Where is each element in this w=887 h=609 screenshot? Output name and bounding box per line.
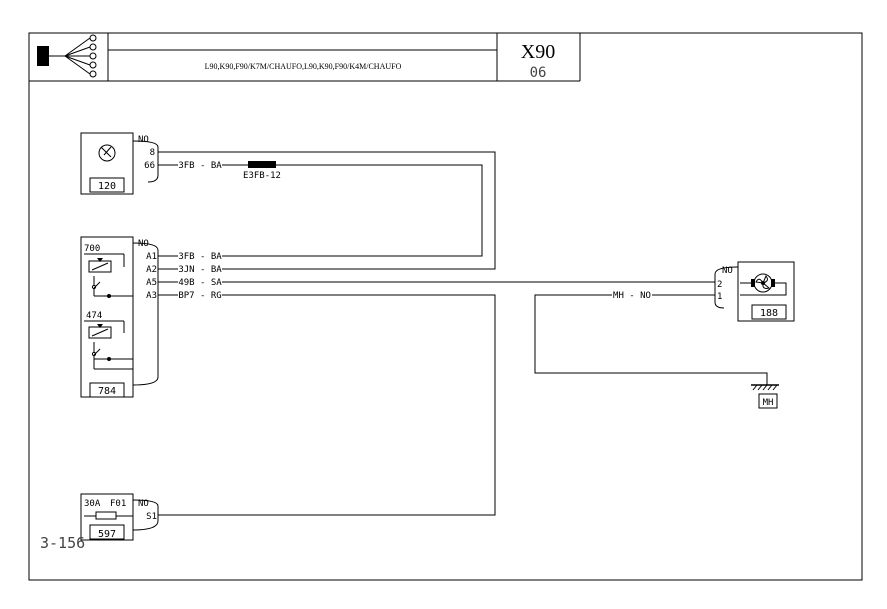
- fuse-id: F01: [110, 499, 126, 509]
- component-120-connector: NO: [138, 135, 149, 145]
- fuse-icon: [84, 511, 133, 520]
- component-597-number: 597: [98, 529, 116, 540]
- wire-label-1: 3FB - BA: [178, 161, 222, 171]
- component-784: 784 700 474 N: [80, 236, 159, 398]
- ground-icon: MH: [751, 384, 779, 409]
- component-120-number: 120: [98, 181, 116, 192]
- relay-bottom-label: 474: [86, 311, 102, 321]
- vehicle-title: L90,K90,F90/K7M/CHAUFO,L90,K90,F90/K4M/C…: [205, 62, 402, 71]
- splice-label: E3FB-12: [243, 171, 281, 181]
- component-784-connector: NO: [138, 239, 149, 249]
- component-784-pin-a5: A5: [146, 278, 157, 288]
- component-784-pin-a1: A1: [146, 252, 157, 262]
- component-597-connector: NO: [138, 499, 149, 509]
- diagram-code: X90: [521, 41, 555, 63]
- component-188-pin-2: 2: [717, 280, 722, 290]
- wire-120-66-to-784-a1: [158, 164, 483, 257]
- relay-bottom-icon: [84, 320, 133, 370]
- page-frame: [28, 32, 863, 581]
- component-784-number: 784: [98, 386, 116, 397]
- pressure-sensor-icon: [98, 144, 116, 162]
- wire-784-a3-to-597-s1: [158, 294, 496, 516]
- component-120-pin-66: 66: [144, 161, 155, 171]
- ground-label: MH: [763, 398, 774, 408]
- wires: E3FB-12 3FB - BA 3FB - BA 3JN - BA 49B -…: [158, 151, 768, 516]
- component-120-pin-8: 8: [150, 148, 155, 158]
- wire-188-1-to-ground: [534, 294, 768, 385]
- component-188-pin-1: 1: [717, 292, 722, 302]
- wire-label-5: BP7 - RG: [178, 291, 221, 301]
- component-188-number: 188: [760, 308, 778, 319]
- fuse-rating: 30A: [84, 499, 101, 509]
- component-597-pin-s1: S1: [146, 512, 157, 522]
- wire-120-8-to-784-a2: [158, 151, 496, 270]
- splice-icon: [248, 161, 276, 168]
- component-188: 188 NO 2 1: [714, 261, 795, 322]
- fan-motor-icon: [740, 273, 787, 296]
- component-120: 120 NO 8 66: [80, 132, 159, 195]
- wire-label-6: MH - NO: [613, 291, 651, 301]
- sheet-number: 06: [530, 65, 547, 81]
- wire-label-4: 49B - SA: [178, 278, 222, 288]
- page-reference: 3-156: [40, 534, 85, 552]
- title-block: L90,K90,F90/K7M/CHAUFO,L90,K90,F90/K4M/C…: [29, 33, 581, 82]
- relay-top-icon: [84, 253, 133, 298]
- relay-top-label: 700: [84, 244, 100, 254]
- wire-label-3: 3JN - BA: [178, 265, 222, 275]
- wire-label-2: 3FB - BA: [178, 252, 222, 262]
- component-188-connector: NO: [722, 266, 733, 276]
- component-784-pin-a2: A2: [146, 265, 157, 275]
- component-784-pin-a3: A3: [146, 291, 157, 301]
- wiring-connector-icon: [37, 34, 97, 78]
- component-597: 597 30A F01 NO S1: [80, 493, 159, 541]
